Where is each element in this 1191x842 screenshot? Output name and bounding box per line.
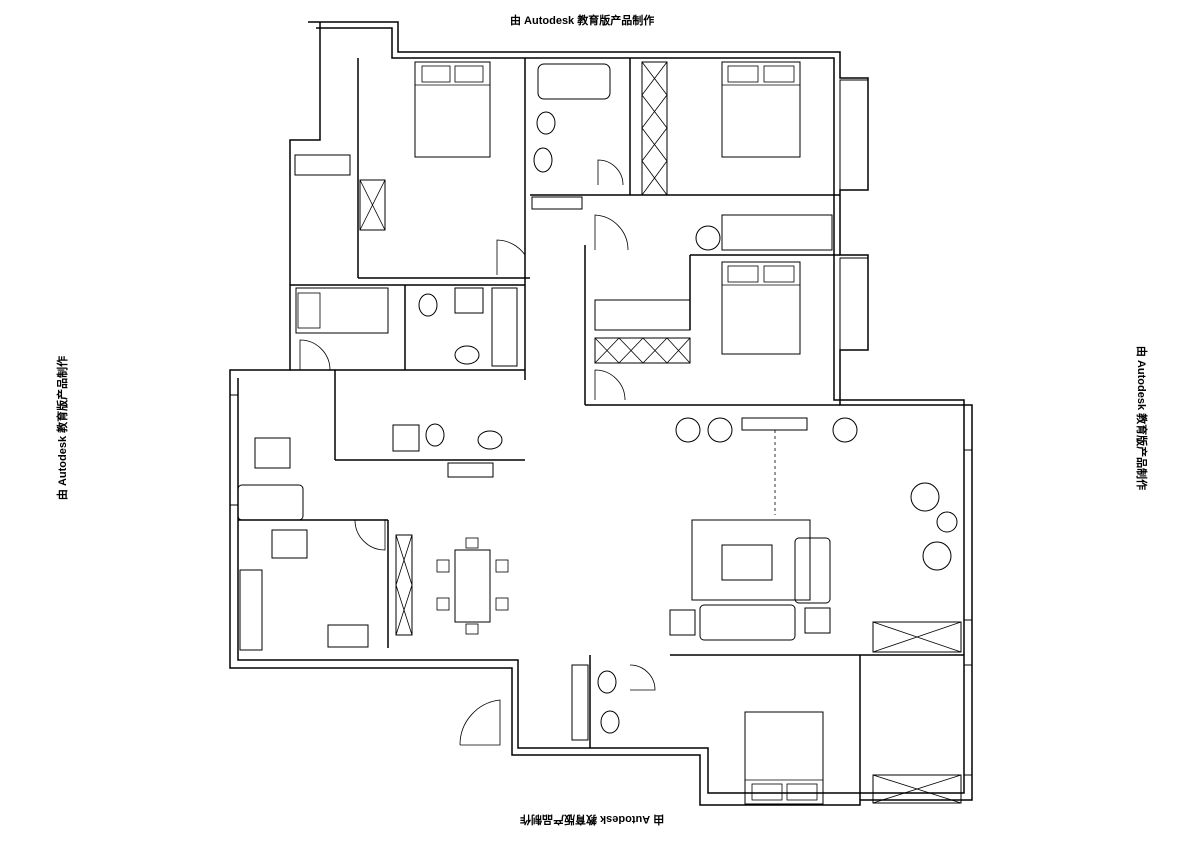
wardrobe — [359, 179, 386, 231]
wardrobe — [641, 61, 668, 196]
sink — [533, 147, 553, 173]
window — [839, 79, 869, 191]
desk — [721, 214, 833, 251]
bed-bedroom-4 — [744, 711, 824, 805]
wardrobe — [872, 774, 962, 804]
fridge — [271, 529, 308, 559]
kitchen-counter — [239, 569, 263, 651]
washing-machine — [392, 424, 420, 452]
dining-table — [436, 537, 509, 635]
tv-cabinet — [741, 417, 808, 431]
cabinet — [571, 664, 589, 741]
painting — [254, 437, 291, 469]
side-table — [669, 609, 696, 636]
window — [963, 449, 973, 621]
plant — [675, 417, 701, 443]
window — [963, 664, 973, 776]
bed-bedroom-3 — [721, 261, 801, 355]
cabinet — [531, 196, 583, 210]
door — [594, 369, 626, 401]
window — [839, 257, 869, 351]
watermark-top: 由 Autodesk 教育版产品制作 — [510, 15, 655, 27]
sofa — [237, 484, 304, 521]
outer-wall-inner — [237, 27, 965, 794]
sink — [454, 345, 480, 365]
door — [354, 519, 386, 551]
bed-bedroom-2 — [721, 61, 801, 158]
bed-single — [295, 287, 389, 334]
door — [496, 239, 526, 275]
bed-master — [414, 61, 491, 158]
rug — [691, 519, 811, 601]
toilet — [600, 710, 620, 734]
coffee-table — [721, 544, 773, 581]
window — [229, 394, 239, 506]
bathtub — [537, 63, 611, 100]
sofa — [699, 537, 831, 641]
desk — [594, 299, 691, 331]
toilet — [418, 293, 438, 317]
cabinet — [491, 287, 518, 367]
stove — [327, 624, 369, 648]
wardrobe — [395, 534, 413, 636]
round-table — [922, 541, 952, 571]
wardrobe — [872, 621, 962, 653]
side-table — [804, 607, 831, 634]
door — [597, 159, 624, 186]
wardrobe — [594, 337, 691, 364]
cabinet — [447, 462, 494, 478]
round-table — [910, 482, 940, 512]
door — [459, 699, 501, 746]
plant — [695, 225, 721, 251]
sink — [597, 670, 617, 694]
toilet — [425, 423, 445, 447]
cabinet — [294, 154, 351, 176]
round-table — [936, 511, 958, 533]
door — [629, 664, 656, 691]
door — [299, 339, 331, 371]
washing-machine — [454, 287, 484, 314]
sink — [477, 430, 503, 450]
door — [594, 214, 629, 251]
plant — [707, 417, 733, 443]
toilet — [536, 111, 556, 135]
plant — [832, 417, 858, 443]
